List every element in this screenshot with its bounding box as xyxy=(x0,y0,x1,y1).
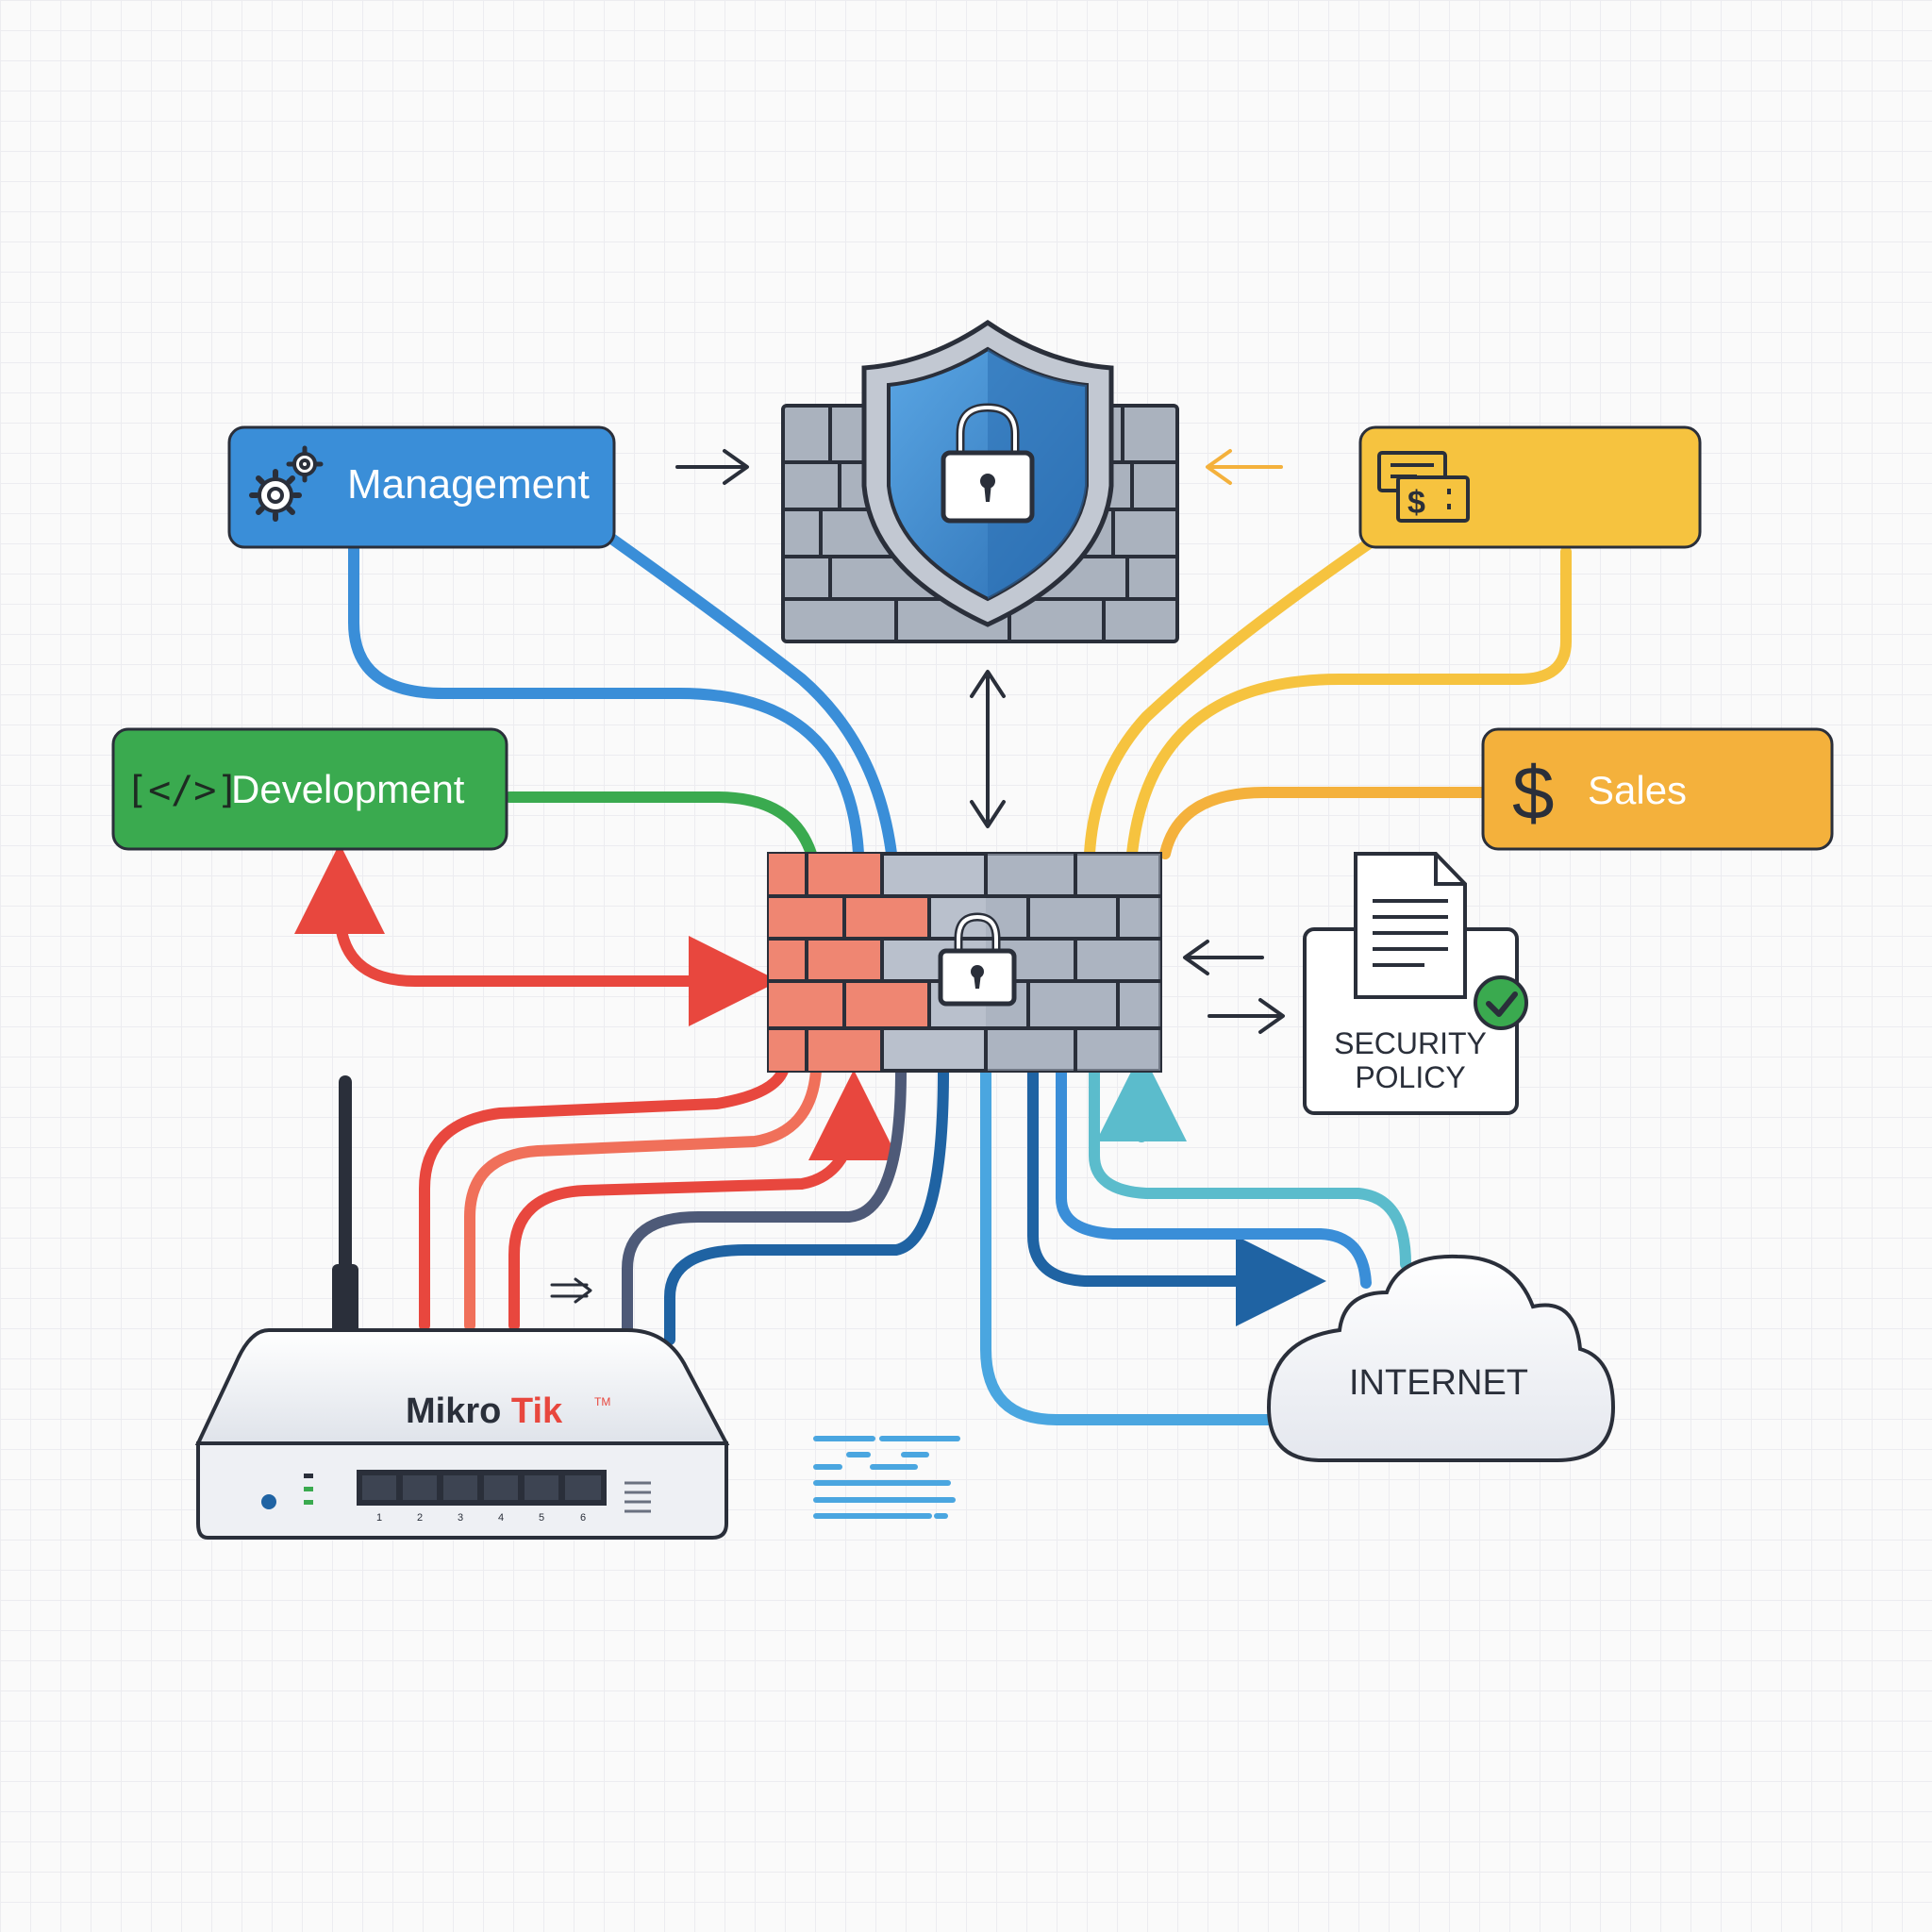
arrow-updown-firewalls xyxy=(970,670,1006,828)
document-icon xyxy=(1354,852,1467,999)
line-finance-1 xyxy=(1084,532,1383,859)
status-led-3 xyxy=(304,1500,313,1505)
line-router-red-1 xyxy=(419,1065,789,1331)
line-internet-blue xyxy=(1056,1065,1372,1289)
line-management-1 xyxy=(348,541,864,859)
mikrotik-router[interactable]: Mikro Tik TM 1 2 3 4 5 6 xyxy=(194,1075,730,1540)
router-trademark: TM xyxy=(594,1395,610,1408)
arrow-right-management xyxy=(675,449,749,485)
status-led-2 xyxy=(304,1487,313,1491)
router-brand: Mikro Tik xyxy=(406,1391,563,1431)
port-number: 2 xyxy=(417,1512,423,1524)
sales-node[interactable]: $ Sales xyxy=(1481,727,1834,851)
port-numbers: 1 2 3 4 5 6 xyxy=(376,1512,586,1524)
vent-grille xyxy=(625,1481,651,1513)
double-arrow-router xyxy=(550,1277,592,1304)
direction-arrows xyxy=(550,449,1285,1304)
port-number: 1 xyxy=(376,1512,382,1524)
arrow-left-policy xyxy=(1183,940,1264,975)
line-finance-2 xyxy=(1126,546,1572,859)
management-node[interactable]: Management xyxy=(227,425,616,549)
port-number: 5 xyxy=(539,1512,544,1524)
checkmark-icon xyxy=(1474,975,1528,1030)
status-led-1 xyxy=(304,1474,313,1478)
line-sales xyxy=(1159,787,1491,859)
dollar-icon: $ xyxy=(1512,751,1555,835)
development-node[interactable]: [</>] Development xyxy=(111,727,508,851)
security-policy-node[interactable]: SECURITY POLICY xyxy=(1303,852,1528,1115)
line-router-slate xyxy=(622,1065,907,1336)
antenna xyxy=(332,1075,358,1349)
power-led xyxy=(261,1494,276,1509)
line-internet-darkblue xyxy=(1027,1065,1326,1326)
internet-cloud[interactable]: INTERNET xyxy=(1266,1254,1616,1462)
shield-padlock-icon xyxy=(861,319,1114,627)
line-router-red-3 xyxy=(508,1070,899,1331)
port-number: 6 xyxy=(580,1512,586,1524)
decorative-text-lines xyxy=(813,1436,960,1519)
gears-icon xyxy=(249,445,324,522)
arrow-right-policy xyxy=(1208,998,1285,1034)
port-number: 4 xyxy=(498,1512,504,1524)
code-icon: [</>] xyxy=(125,769,239,812)
line-internet-teal xyxy=(1089,1065,1411,1270)
security-policy-line2: POLICY xyxy=(1355,1060,1465,1094)
line-router-red-2 xyxy=(464,1065,822,1331)
sales-label: Sales xyxy=(1588,768,1687,812)
internet-label: INTERNET xyxy=(1349,1363,1528,1403)
top-firewall xyxy=(781,319,1179,643)
line-internet-lightblue xyxy=(980,1065,1279,1425)
finance-node[interactable]: $ xyxy=(1358,425,1702,549)
currency-exchange-icon: $ xyxy=(1377,451,1470,523)
connection-lines xyxy=(294,527,1572,1425)
ethernet-ports xyxy=(357,1470,607,1506)
arrow-left-finance xyxy=(1206,449,1283,485)
line-development xyxy=(504,791,817,859)
port-number: 3 xyxy=(458,1512,463,1524)
padlock-icon xyxy=(938,912,1017,1007)
svg-text:$: $ xyxy=(1407,485,1425,521)
central-firewall xyxy=(767,852,1162,1073)
security-policy-line1: SECURITY xyxy=(1334,1026,1487,1060)
line-management-2 xyxy=(598,527,897,859)
development-label: Development xyxy=(231,767,465,811)
line-red-development xyxy=(294,843,760,987)
line-router-darkblue xyxy=(664,1065,949,1345)
management-label: Management xyxy=(347,461,590,508)
